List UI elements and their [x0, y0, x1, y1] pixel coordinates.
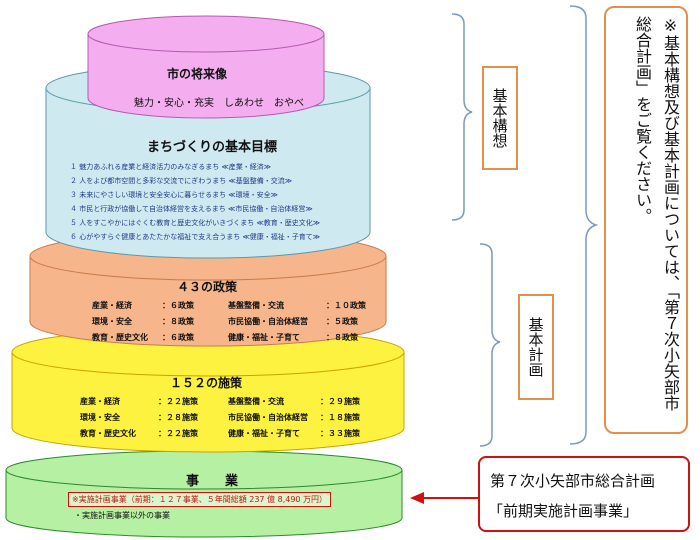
- jisshi-keikaku-highlight: ※実施計画事業（前期：１２７事業、５年間総額 237 億 8,490 万円）: [68, 492, 332, 507]
- measure-value: ：２９施策: [320, 397, 360, 406]
- brace-all: [569, 5, 599, 445]
- tier5-title: 事 業: [186, 474, 239, 489]
- goal-item: ６ 心がやすらぐ健康とあたたかな福祉で支え合うまち ≪健康・福祉・子育て≫: [70, 233, 321, 241]
- policy-value: ：６政策: [162, 333, 194, 342]
- measure-value: ：２８施策: [158, 413, 198, 422]
- policy-value: ：８政策: [326, 333, 358, 342]
- measure-label: 市民協働・自治体経営: [228, 413, 308, 422]
- measure-label: 環境・安全: [80, 413, 120, 422]
- policy-label: 産業・経済: [92, 301, 132, 310]
- policy-label: 市民協働・自治体経営: [228, 317, 308, 326]
- tier1-title: 市の将来像: [167, 67, 228, 81]
- label-kihon-keikaku: 基本計画: [518, 294, 554, 400]
- policy-label: 健康・福祉・子育て: [228, 333, 300, 342]
- policy-value: ：１０政策: [326, 301, 366, 310]
- measure-label: 基盤整備・交流: [228, 397, 284, 406]
- policy-value: ：６政策: [162, 301, 194, 310]
- label-kihon-kousou: 基本構想: [482, 66, 518, 170]
- policy-label: 環境・安全: [92, 317, 132, 326]
- note-box: ※基本構想及び基本計画については、「第７次小矢部市総合計画」をご覧ください。: [604, 6, 688, 434]
- measure-value: ：１８施策: [320, 413, 360, 422]
- callout-line1: 第７次小矢部市総合計画: [490, 472, 656, 490]
- goal-item: ３ 未来にやさしい環境と安全安心に暮らせるまち ≪環境・安全≫: [70, 191, 278, 199]
- measure-label: 産業・経済: [80, 397, 120, 406]
- measure-value: ：３３施策: [320, 429, 360, 438]
- policy-label: 基盤整備・交流: [228, 301, 284, 310]
- tier4-title: １５２の施策: [170, 376, 243, 390]
- policy-label: 教育・歴史文化: [92, 333, 148, 342]
- callout-arrow-head: [410, 492, 424, 504]
- callout-box: 第７次小矢部市総合計画 「前期実施計画事業」: [478, 456, 690, 532]
- goal-item: １ 魅力あふれる産業と経済活力のみなぎるまち ≪産業・経済≫: [70, 163, 272, 171]
- brace-kihon-keikaku: [479, 243, 501, 447]
- other-projects: ・実施計画事業以外の事業: [74, 511, 170, 520]
- tier1-subtitle: 魅力・安心・充実 しあわせ おやべ: [134, 98, 304, 109]
- brace-kihon-kousou: [451, 13, 473, 221]
- policy-value: ：８政策: [162, 317, 194, 326]
- measure-value: ：２２施策: [158, 429, 198, 438]
- tier3-title: ４３の政策: [177, 280, 238, 294]
- measure-label: 教育・歴史文化: [80, 429, 136, 438]
- goal-item: ４ 市民と行政が協働して自治体経営を支えるまち ≪市民協働・自治体経営≫: [70, 205, 313, 213]
- tier-shourai-zou: [87, 15, 325, 119]
- goal-item: ２ 人をよび都市空間と多彩な交流でにぎわうまち ≪基盤整備・交流≫: [70, 177, 293, 185]
- measure-label: 健康・福祉・子育て: [228, 429, 300, 438]
- tier2-title: まちづくりの基本目標: [147, 140, 278, 155]
- callout-line2: 「前期実施計画事業」: [488, 502, 639, 520]
- goal-item: ５ 人をすこやかにはぐくむ教育と歴史文化がいきづくまち ≪教育・歴史文化≫: [70, 219, 321, 227]
- measure-value: ：２２施策: [158, 397, 198, 406]
- policy-value: ：５政策: [326, 317, 358, 326]
